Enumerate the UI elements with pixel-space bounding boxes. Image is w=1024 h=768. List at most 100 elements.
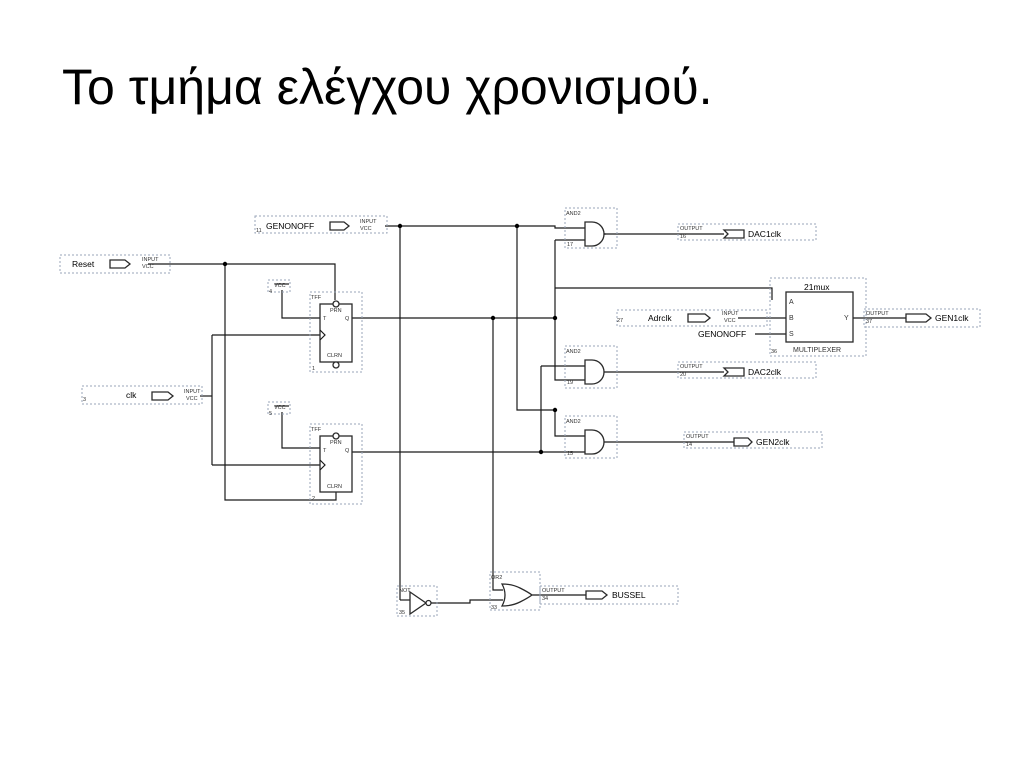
dac1clk-id: 16 — [680, 234, 686, 240]
tff-2-q: Q — [345, 448, 350, 454]
dac1clk-type: OUTPUT — [680, 226, 703, 232]
and-3-type: AND2 — [566, 419, 581, 425]
genonoff-input: GENONOFF 11 INPUT VCC — [256, 219, 377, 234]
tff-2-clrn: CLRN — [327, 484, 342, 490]
clk-pin-icon — [151, 391, 175, 401]
tff-2-prn: PRN — [330, 440, 342, 446]
clk-sub: VCC — [186, 396, 198, 402]
reset-type: INPUT — [142, 257, 159, 263]
not-type: NOT — [399, 588, 411, 594]
not-gate: NOT 35 — [399, 588, 432, 616]
tff-1-q: Q — [345, 316, 350, 322]
tff-1-t: T — [323, 316, 327, 322]
tff-1-id: 1 — [312, 366, 315, 372]
adrclk-id: 27 — [617, 318, 623, 324]
bussel-pin-icon — [585, 590, 609, 600]
dac2clk-id: 20 — [680, 372, 686, 378]
not-id: 35 — [399, 610, 405, 616]
reset-sub: VCC — [142, 264, 154, 270]
mux-id: 36 — [771, 349, 777, 355]
gen1clk-label: GEN1clk — [935, 313, 969, 323]
mux-y: Y — [844, 315, 849, 322]
or-type: OR2 — [491, 575, 502, 581]
and-gate-3-icon — [584, 429, 605, 455]
component-frames — [59, 207, 981, 617]
or-id: 33 — [491, 605, 497, 611]
reset-input: Reset INPUT VCC — [72, 257, 159, 270]
adrclk-sub: VCC — [724, 318, 736, 324]
junction-dots — [222, 223, 558, 455]
tff-2-t: T — [323, 448, 327, 454]
dac2clk-pin-icon — [722, 367, 745, 377]
and-1-id: 17 — [567, 242, 573, 248]
mux-b: B — [789, 315, 794, 322]
clk-input: 3 clk INPUT VCC — [83, 389, 201, 403]
multiplexer: 21mux A B S Y MULTIPLEXER 36 — [771, 282, 854, 355]
vcc-1-label: VCC — [274, 283, 286, 289]
or-gate-icon — [500, 583, 534, 607]
mux-title: 21mux — [804, 282, 830, 292]
mux-genonoff-label: GENONOFF — [698, 329, 746, 339]
clk-id: 3 — [83, 397, 86, 403]
adrclk-input: 27 Adrclk INPUT VCC GENONOFF — [617, 311, 746, 339]
and-2-id: 19 — [567, 380, 573, 386]
not-gate-icon — [409, 590, 428, 616]
gen2clk-id: 14 — [686, 442, 692, 448]
vcc-source-1: VCC 4 — [269, 283, 289, 295]
tff-1-type: TFF — [311, 295, 322, 301]
tff-2-id: 2 — [312, 496, 315, 502]
genonoff-pin-icon — [329, 221, 351, 231]
genonoff-sub: VCC — [360, 226, 372, 232]
bussel-label: BUSSEL — [612, 590, 646, 600]
mux-a: A — [789, 299, 794, 306]
gen1clk-id: 37 — [866, 319, 872, 325]
gen2clk-label: GEN2clk — [756, 437, 790, 447]
mux-s: S — [789, 331, 794, 338]
gen1clk-type: OUTPUT — [866, 311, 889, 317]
tff-2: TFF PRN T Q CLRN 2 — [311, 427, 353, 502]
gen1clk-pin-icon — [905, 313, 933, 323]
clk-type: INPUT — [184, 389, 201, 395]
output-dac2clk: OUTPUT 20 DAC2clk — [680, 364, 782, 378]
clk-label: clk — [126, 390, 137, 400]
gen2clk-type: OUTPUT — [686, 434, 709, 440]
and-1-type: AND2 — [566, 211, 581, 217]
dac1clk-label: DAC1clk — [748, 229, 782, 239]
vcc-2-id: 5 — [269, 411, 272, 417]
gen2clk-pin-icon — [733, 437, 753, 447]
and-2-type: AND2 — [566, 349, 581, 355]
tff-2-type: TFF — [311, 427, 322, 433]
and-gate-2: AND2 19 — [566, 349, 605, 386]
genonoff-type: INPUT — [360, 219, 377, 225]
tff-1-prn: PRN — [330, 308, 342, 314]
genonoff-id: 11 — [256, 228, 262, 234]
bussel-id: 34 — [542, 596, 548, 602]
vcc-source-2: VCC 5 — [269, 405, 289, 417]
wires — [148, 225, 906, 604]
output-dac1clk: OUTPUT 16 DAC1clk — [680, 226, 782, 240]
output-gen1clk: OUTPUT 37 GEN1clk — [866, 311, 969, 325]
adrclk-label: Adrclk — [648, 313, 672, 323]
vcc-2-label: VCC — [274, 405, 286, 411]
mux-name: MULTIPLEXER — [793, 347, 841, 354]
output-gen2clk: OUTPUT 14 GEN2clk — [686, 434, 790, 448]
and-gate-2-icon — [584, 359, 605, 385]
and-gate-1: AND2 17 — [566, 211, 606, 248]
tff-1-clrn: CLRN — [327, 353, 342, 359]
output-bussel: OUTPUT 34 BUSSEL — [542, 588, 646, 602]
dac2clk-label: DAC2clk — [748, 367, 782, 377]
adrclk-pin-icon — [687, 313, 712, 323]
and-3-id: 15 — [567, 451, 573, 457]
genonoff-label: GENONOFF — [266, 221, 314, 231]
adrclk-type: INPUT — [722, 311, 739, 317]
and-gate-1-icon — [584, 221, 605, 247]
dac2clk-type: OUTPUT — [680, 364, 703, 370]
dac1clk-pin-icon — [722, 229, 745, 239]
reset-pin-icon — [109, 259, 132, 269]
bussel-type: OUTPUT — [542, 588, 565, 594]
reset-label: Reset — [72, 259, 95, 269]
slide-title: Το τμήμα ελέγχου χρονισμού. — [62, 59, 713, 115]
or-gate: OR2 33 — [491, 575, 534, 611]
tff-1: TFF PRN T Q CLRN 1 — [311, 295, 353, 372]
